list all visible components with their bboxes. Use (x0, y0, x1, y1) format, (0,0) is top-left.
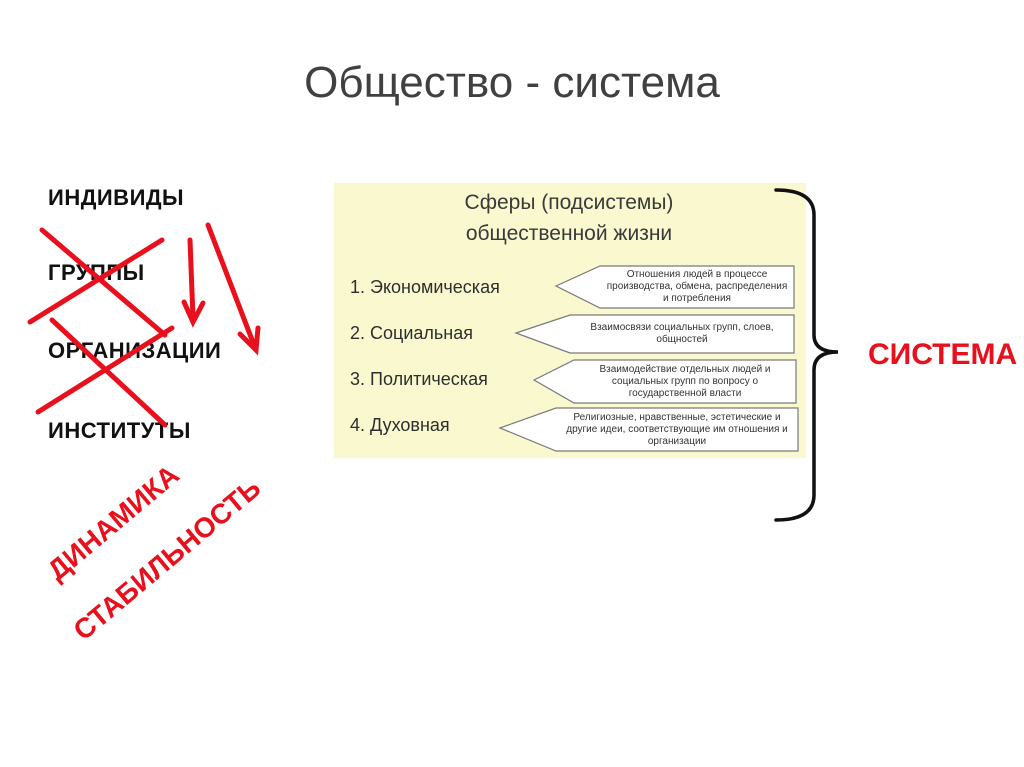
label-institutes: ИНСТИТУТЫ (48, 418, 191, 443)
sphere-political: 3. Политическая (350, 369, 488, 389)
label-system: СИСТЕМА (868, 338, 1018, 371)
panel-title-line1: Сферы (подсистемы) (464, 191, 674, 214)
label-organizations: ОРГАНИЗАЦИИ (48, 338, 222, 363)
arrow-1-shaft (187, 237, 196, 321)
arrow-2-head (237, 325, 261, 356)
desc-political: Взаимодействие отдельных людей и социаль… (599, 363, 771, 399)
sphere-economic: 1. Экономическая (350, 277, 500, 297)
arrow-2-shaft (205, 222, 257, 348)
label-individuals: ИНДИВИДЫ (48, 185, 185, 210)
cross-organizations-line1 (49, 317, 168, 428)
desc-spiritual: Религиозные, нравственные, эстетические … (566, 411, 788, 447)
panel-title-line2: общественной жизни (465, 222, 673, 245)
panel-title: Сферы (подсистемы) общественной жизни (334, 187, 804, 249)
sphere-social: 2. Социальная (350, 323, 473, 343)
label-groups: ГРУППЫ (48, 260, 145, 285)
arrow-1-head (181, 299, 206, 328)
sphere-spiritual: 4. Духовная (350, 415, 450, 435)
desc-economic: Отношения людей в процессе производства,… (606, 269, 788, 304)
page-title: Общество - система (304, 58, 720, 107)
desc-social: Взаимосвязи социальных групп, слоев, общ… (590, 322, 774, 345)
spheres-panel: Сферы (подсистемы) общественной жизни 1.… (334, 183, 806, 458)
